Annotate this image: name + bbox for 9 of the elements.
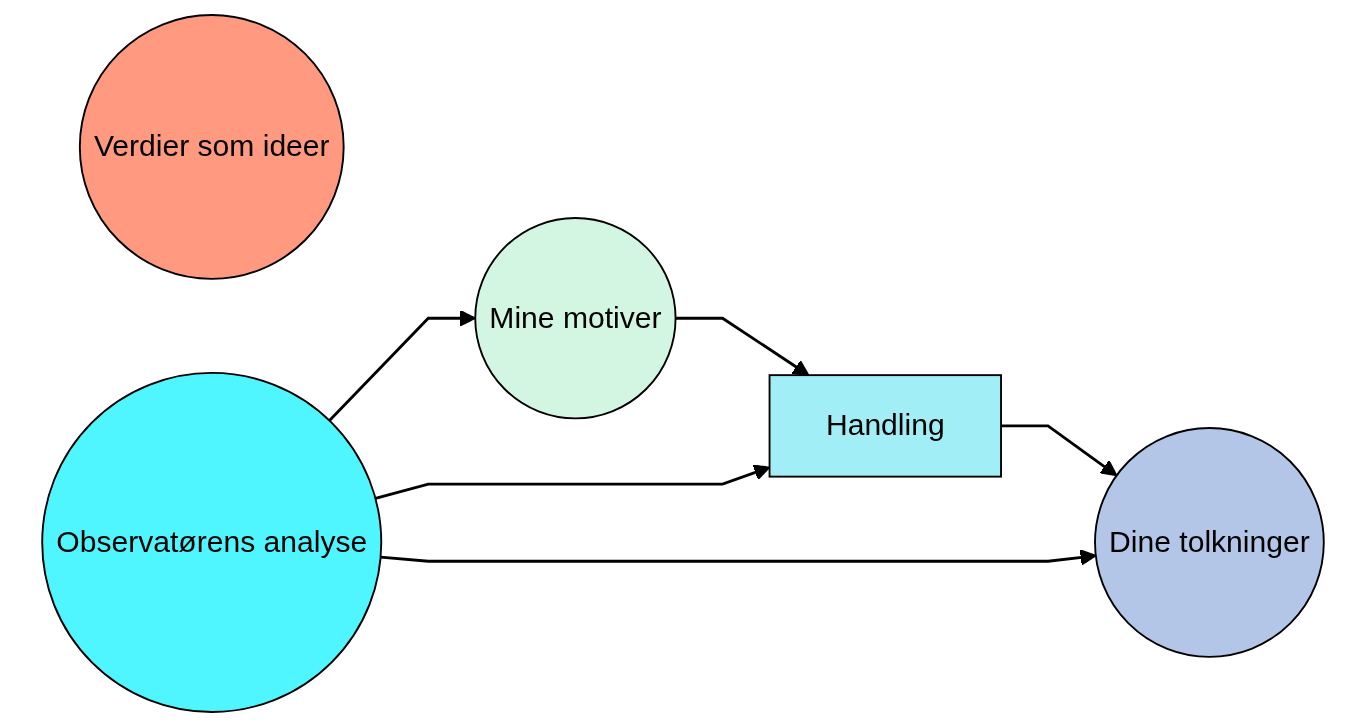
- node-circle: Observatørens analyse: [41, 371, 383, 713]
- node-circle: Mine motiver: [474, 217, 677, 420]
- node-circle: Dine tolkninger: [1094, 427, 1325, 658]
- node-box: Handling: [768, 374, 1002, 478]
- arrow: [380, 549, 1097, 566]
- arrow: [675, 316, 810, 376]
- arrow: [328, 309, 476, 422]
- arrow: [1001, 424, 1118, 477]
- node-circle: Verdier som ideer: [78, 14, 345, 280]
